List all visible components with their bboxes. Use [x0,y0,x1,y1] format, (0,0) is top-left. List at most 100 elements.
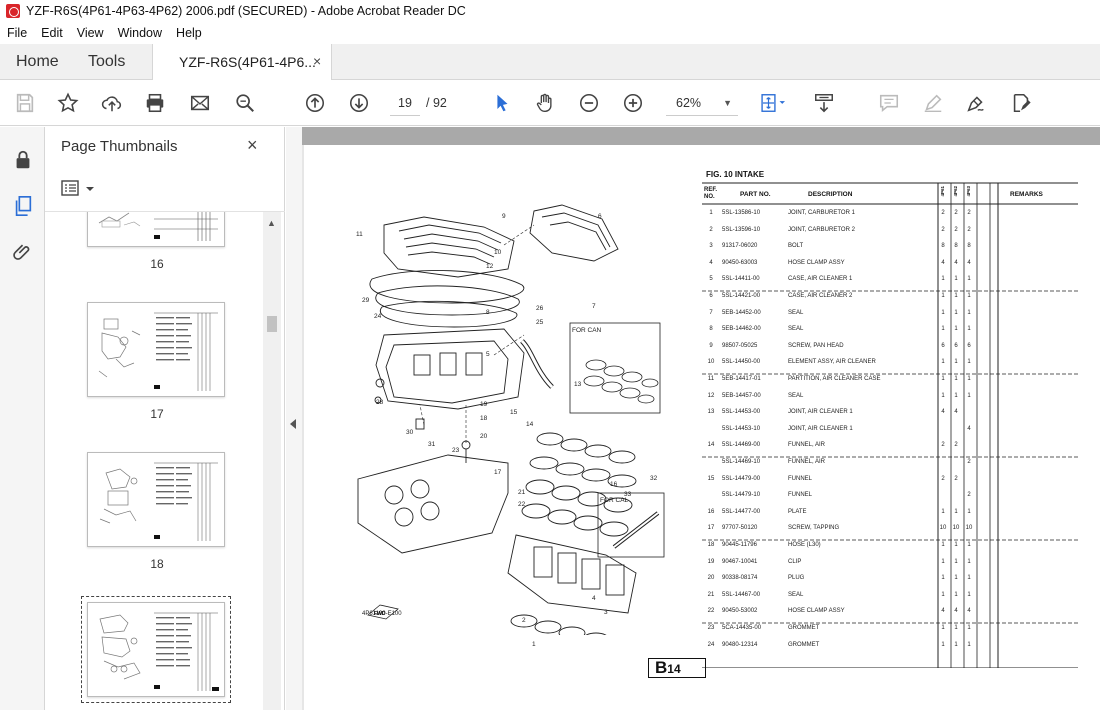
collapse-panel-icon[interactable] [290,419,296,429]
callout: 4 [592,595,596,602]
select-arrow-icon[interactable] [489,90,515,116]
menu-window[interactable]: Window [117,26,163,40]
part-description: SCREW, TAPPING [788,525,840,532]
part-qty: 1 [941,558,945,565]
scroll-up-icon[interactable]: ▲ [267,218,276,228]
part-qty: 1 [941,276,945,283]
page-down-icon[interactable] [346,90,372,116]
part-qty: 1 [954,326,958,333]
part-number: 90445-11796 [722,542,757,548]
panel-close-icon[interactable]: × [247,135,258,155]
tab-home[interactable]: Home [16,53,59,70]
part-qty: 1 [954,309,958,316]
page-thumbnails-icon[interactable] [10,193,36,219]
menu-view[interactable]: View [76,26,104,40]
upload-icon[interactable] [99,90,125,116]
part-ref: 12 [707,392,715,399]
part-ref: 22 [707,608,715,615]
print-icon[interactable] [142,90,168,116]
bookmark-star-icon[interactable] [55,90,81,116]
menu-help[interactable]: Help [176,26,202,40]
window-title: YZF-R6S(4P61-4P63-4P62) 2006.pdf (SECURE… [26,4,466,18]
callout: 15 [510,409,518,416]
zoom-out-icon[interactable] [576,90,602,116]
zoom-in-icon[interactable] [620,90,646,116]
title-bar: YZF-R6S(4P61-4P63-4P62) 2006.pdf (SECURE… [0,0,1100,22]
col-model-3: 4P63 [966,186,971,197]
toolbar: 19 / 92 62% ▼ [0,80,1100,126]
part-qty: 1 [967,326,971,333]
fill-sign-icon[interactable] [1008,90,1034,116]
tab-document[interactable]: YZF-R6S(4P61-4P6... × [152,44,332,80]
mail-icon[interactable] [187,90,213,116]
page-number-input[interactable]: 19 [390,90,420,116]
part-qty: 4 [954,259,958,266]
thumbnail-page-17[interactable] [87,302,225,397]
thumbnail-page-19[interactable] [81,596,231,703]
part-number: 5SL-14421-00 [722,293,761,299]
fit-page-icon[interactable] [756,90,792,116]
thumbnail-options-button[interactable] [61,179,97,199]
part-description: FUNNEL [788,492,813,499]
part-qty: 6 [954,342,958,349]
scrollbar-thumb[interactable] [267,316,277,332]
for-cal-label: FOR CAL [600,497,629,504]
part-qty: 8 [941,243,945,250]
panel-splitter[interactable] [286,127,302,710]
attachment-icon[interactable] [10,239,36,265]
svg-text:FWD: FWD [374,611,386,617]
part-number: 90480-12314 [722,641,758,648]
thumbnail-scrollbar[interactable]: ▲ [263,212,281,710]
part-qty: 2 [967,210,971,216]
sign-icon[interactable] [963,90,989,116]
part-qty: 1 [941,359,945,366]
callout: 23 [452,447,460,454]
part-description: CASE, AIR CLEANER 1 [788,276,853,283]
figure-title: FIG. 10 INTAKE [706,170,765,179]
lock-icon[interactable] [10,147,36,173]
part-ref: 8 [709,326,713,333]
callout: 21 [518,489,526,496]
search-icon[interactable] [232,90,258,116]
thumbnail-page-16[interactable] [87,212,225,247]
part-number: 5SL-13586-10 [722,210,761,216]
part-ref: 24 [707,641,715,648]
part-number: 5SL-14467-00 [722,591,761,598]
part-number: 5SL-14479-00 [722,475,761,482]
part-number: 5SL-14453-10 [722,425,761,432]
col-model-2: 4P62 [953,186,958,197]
tab-close-icon[interactable]: × [313,53,322,69]
menu-edit[interactable]: Edit [41,26,63,40]
part-description: BOLT [788,243,804,250]
tab-tools[interactable]: Tools [88,53,126,70]
part-ref: 1 [709,210,713,216]
part-number: 5SL-14469-00 [722,442,761,449]
page-thumbnails-panel: Page Thumbnails × 16 17 18 ▲ [45,127,285,710]
part-qty: 4 [967,608,971,615]
callout: 26 [536,305,544,312]
part-qty: 10 [952,525,960,532]
hand-icon[interactable] [532,90,558,116]
highlight-icon[interactable] [920,90,946,116]
part-qty: 1 [941,508,945,515]
part-number: 5SL-14450-00 [722,359,761,366]
part-qty: 1 [967,293,971,299]
part-ref: 19 [707,558,715,565]
col-model-1: 4P61 [940,186,945,197]
callout: 14 [526,421,534,428]
part-qty: 2 [967,226,971,233]
part-ref: 10 [707,359,715,366]
comment-icon[interactable] [876,90,902,116]
part-ref: 2 [709,226,713,233]
part-qty: 2 [967,459,971,465]
menu-file[interactable]: File [7,26,28,40]
zoom-value: 62% [676,96,702,110]
scroll-mode-icon[interactable] [811,90,837,116]
thumbnail-page-number: 17 [150,407,164,421]
zoom-level-select[interactable]: 62% ▼ [666,90,738,116]
callout: 9 [502,213,506,220]
thumbnail-page-18[interactable] [87,452,225,547]
page-up-icon[interactable] [302,90,328,116]
save-icon[interactable] [12,90,38,116]
part-qty: 10 [939,525,947,532]
